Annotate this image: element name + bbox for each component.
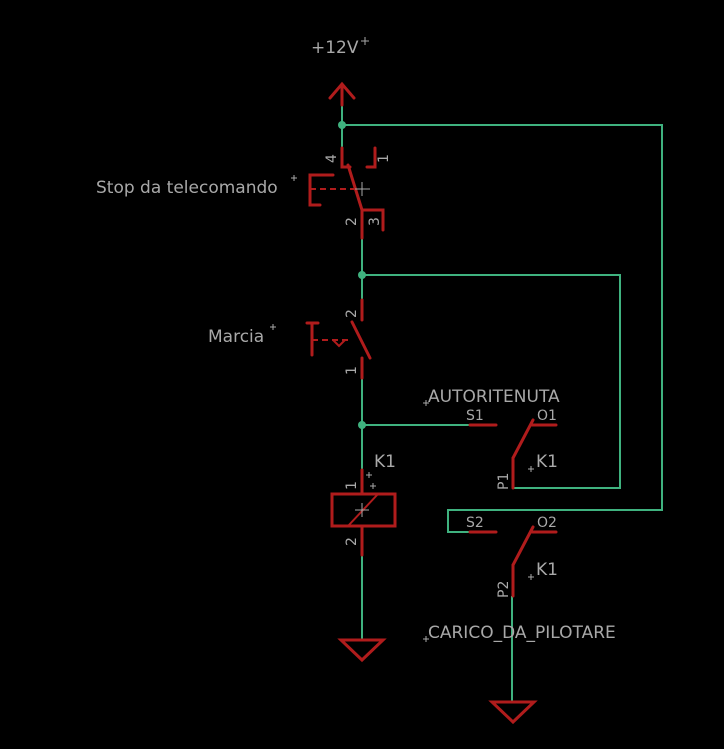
origin-marker-icon — [366, 472, 372, 478]
origin-marker-icon — [355, 503, 369, 517]
contact1-lever — [511, 418, 535, 460]
marcia-detent-icon — [332, 339, 346, 348]
ground-icon — [488, 700, 538, 725]
contact1-label: AUTORITENUTA — [428, 387, 560, 407]
stop-pin-1: 1 — [376, 154, 392, 163]
origin-marker-icon — [291, 175, 297, 181]
supply-label: +12V — [311, 38, 359, 58]
contact1-pin-p1: P1 — [496, 473, 512, 490]
marcia-label: Marcia — [208, 327, 264, 347]
origin-marker-icon — [423, 400, 429, 406]
contact2-label: CARICO_DA_PILOTARE — [428, 623, 616, 643]
marcia-switch[interactable]: Marcia 2 1 — [208, 298, 372, 380]
stop-switch[interactable]: Stop da telecomando 4 1 2 3 — [96, 146, 392, 240]
origin-marker-icon — [361, 37, 369, 45]
contact2-pin-o2: O2 — [537, 515, 557, 531]
relay-coil-k1[interactable]: K1 1 2 — [330, 452, 397, 557]
origin-marker-icon — [270, 324, 276, 330]
contact1-name: K1 — [536, 452, 558, 472]
origin-marker-icon — [423, 636, 429, 642]
origin-marker-icon — [355, 182, 370, 196]
marcia-pin-1: 1 — [344, 366, 360, 375]
stop-label: Stop da telecomando — [96, 178, 278, 198]
marcia-pin-2: 2 — [344, 309, 360, 318]
origin-marker-icon — [528, 466, 534, 472]
relay-pin-1: 1 — [344, 481, 360, 490]
junction-dot — [358, 421, 366, 429]
contact1-pin-o1: O1 — [537, 408, 557, 424]
contact2-pin-s2: S2 — [466, 515, 484, 531]
contact2-name: K1 — [536, 560, 558, 580]
contact2-lever — [511, 525, 535, 567]
junction-dot — [338, 121, 346, 129]
ground-icon — [337, 638, 387, 663]
relay-name: K1 — [374, 452, 396, 472]
supply-arrow-icon — [328, 81, 356, 107]
stop-contact-1 — [365, 146, 377, 169]
stop-pin-4: 4 — [324, 154, 340, 163]
stop-pin-3: 3 — [367, 217, 383, 226]
contact2-pin-p2: P2 — [496, 581, 512, 598]
marcia-lever — [350, 320, 372, 360]
contact1-pin-s1: S1 — [466, 408, 484, 424]
stop-lever — [346, 163, 364, 212]
junction-dot — [358, 271, 366, 279]
origin-marker-icon — [370, 483, 376, 489]
origin-marker-icon — [528, 574, 534, 580]
stop-contact-3 — [360, 208, 385, 232]
contact-carico[interactable]: S2 O2 P2 K1 CARICO_DA_PILOTARE — [423, 515, 616, 643]
relay-pin-2: 2 — [344, 537, 360, 546]
stop-pin-2: 2 — [344, 217, 360, 226]
supply-symbol[interactable]: +12V — [311, 37, 369, 107]
contact-autoritenuta[interactable]: AUTORITENUTA S1 O1 P1 K1 — [423, 387, 560, 490]
wire-stop-marcia — [361, 238, 621, 489]
wires — [338, 105, 663, 702]
